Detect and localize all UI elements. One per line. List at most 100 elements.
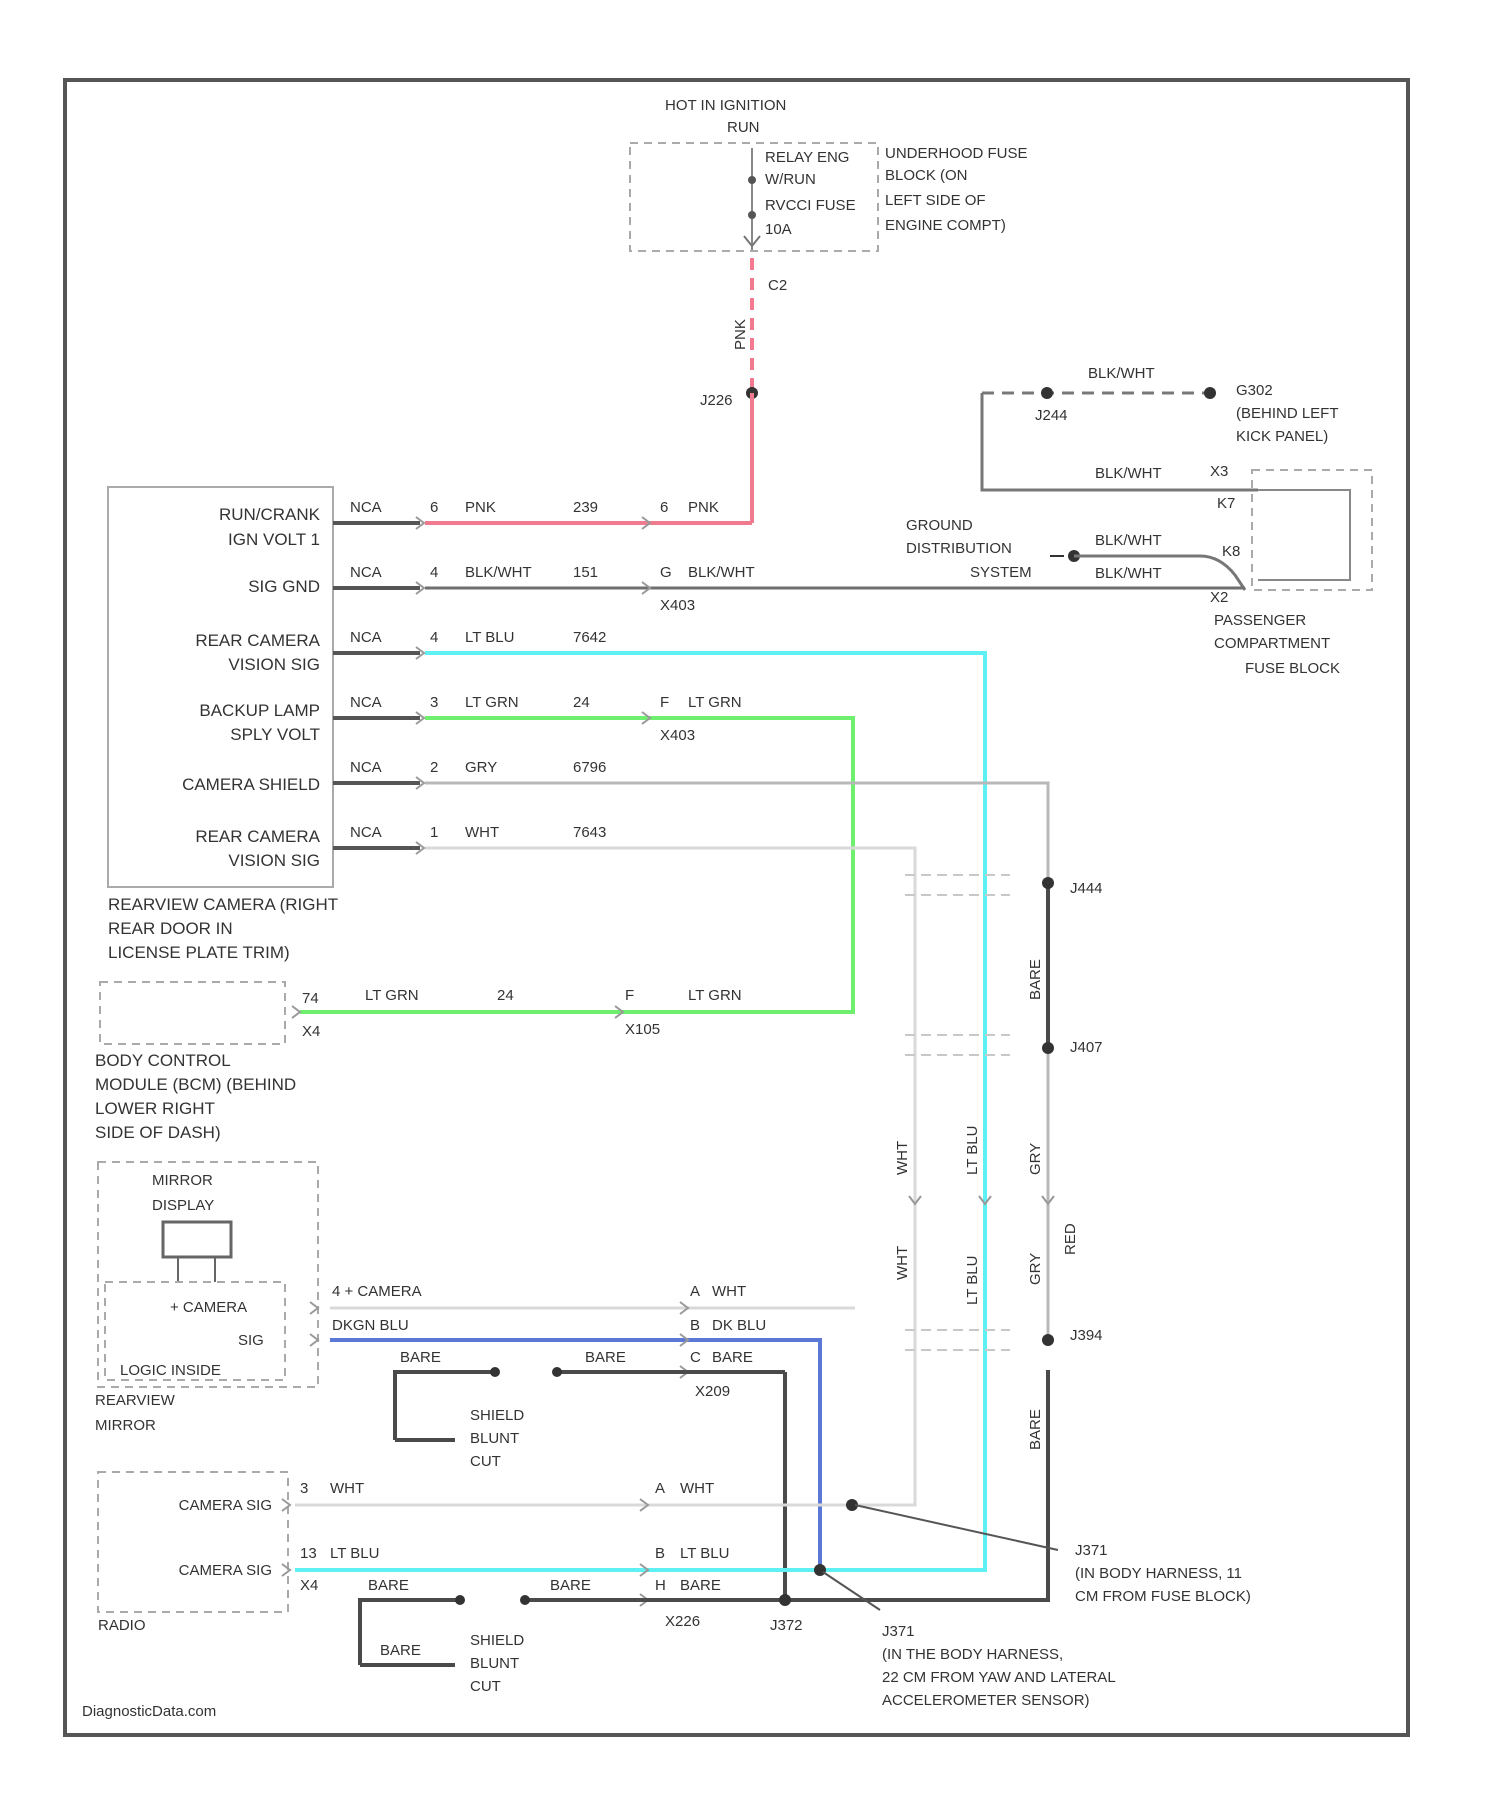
bcm-caption-3: LOWER RIGHT — [95, 1099, 215, 1118]
pin-c2: C2 — [768, 277, 787, 294]
wire-pnk-vertical: PNK — [732, 319, 749, 350]
r3-color: LT BLU — [465, 629, 514, 646]
ground-wire-2: BLK/WHT — [1095, 465, 1162, 482]
mirror-bare-left: BARE — [400, 1349, 441, 1366]
splice-j444: J444 — [1070, 880, 1103, 897]
underhood-label-2: BLOCK (ON — [885, 167, 968, 184]
mirror-display-1: MIRROR — [152, 1172, 213, 1189]
splice-j226: J226 — [700, 392, 733, 409]
bcm-wire-color: LT GRN — [365, 987, 419, 1004]
mirror-display-2: DISPLAY — [152, 1197, 214, 1214]
radio-pin2: 13 — [300, 1545, 317, 1562]
note-j371b-3: 22 CM FROM YAW AND LATERAL — [882, 1669, 1116, 1686]
r6-color: WHT — [465, 824, 499, 841]
mirror-box — [98, 1162, 318, 1387]
r2-color2: BLK/WHT — [688, 564, 755, 581]
cam-pin1-l1: RUN/CRANK — [219, 505, 321, 524]
cam-caption-1: REARVIEW CAMERA (RIGHT — [108, 895, 338, 914]
v-ltblu-lower: LT BLU — [964, 1256, 981, 1305]
r4-circuit: 24 — [573, 694, 590, 711]
r1-color2: PNK — [688, 499, 719, 516]
splice-bare-2: BARE — [1027, 1409, 1044, 1450]
note-j371b-1: J371 — [882, 1623, 915, 1640]
cam-pin1-l2: IGN VOLT 1 — [228, 530, 320, 549]
note-j371b-2: (IN THE BODY HARNESS, — [882, 1646, 1063, 1663]
r6-conn: NCA — [350, 824, 382, 841]
mirror-caption-3: MIRROR — [95, 1417, 156, 1434]
note-j371-1: J371 — [1075, 1542, 1108, 1559]
radio-pin-a: A — [655, 1480, 665, 1497]
g302-label-1: G302 — [1236, 382, 1273, 399]
radio-ltblu-b: LT BLU — [680, 1545, 729, 1562]
run-label: RUN — [727, 119, 760, 136]
underhood-label-1: UNDERHOOD FUSE — [885, 145, 1028, 162]
v-wht-upper: WHT — [894, 1141, 911, 1175]
r2-conn: NCA — [350, 564, 382, 581]
r2-color: BLK/WHT — [465, 564, 532, 581]
radio-shield-1: SHIELD — [470, 1632, 524, 1649]
r2-circuit: 151 — [573, 564, 598, 581]
cam-pin6-l1: REAR CAMERA — [195, 827, 320, 846]
mirror-shield-2: BLUNT — [470, 1430, 519, 1447]
radio-conn: X226 — [665, 1613, 700, 1630]
fuse-amp: 10A — [765, 221, 792, 238]
mirror-pin-c: C — [690, 1349, 701, 1366]
ground-dist-3: SYSTEM — [970, 564, 1032, 581]
v-ltblu-upper: LT BLU — [964, 1126, 981, 1175]
splice-j394: J394 — [1070, 1327, 1103, 1344]
v-gry-upper: GRY — [1027, 1143, 1044, 1175]
mirror-camera-label: + CAMERA — [170, 1299, 247, 1316]
ground-wire-3: BLK/WHT — [1095, 532, 1162, 549]
pin-k8: K8 — [1222, 543, 1240, 560]
footer-watermark: DiagnosticData.com — [82, 1703, 216, 1720]
radio-wht-a: WHT — [680, 1480, 714, 1497]
mirror-wire1: 4 + CAMERA — [332, 1283, 422, 1300]
radio-box — [98, 1472, 288, 1612]
note-j371-3: CM FROM FUSE BLOCK) — [1075, 1588, 1251, 1605]
cam-pin4-l2: SPLY VOLT — [230, 725, 320, 744]
r5-conn: NCA — [350, 759, 382, 776]
radio-bare-h: BARE — [680, 1577, 721, 1594]
bcm-pin-top: 74 — [302, 990, 319, 1007]
ground-splice-j244: J244 — [1035, 407, 1068, 424]
radio-shield-bare: BARE — [380, 1642, 421, 1659]
pass-fuse-1: PASSENGER — [1214, 612, 1306, 629]
mirror-sig-label: SIG — [238, 1332, 264, 1349]
radio-pin-b: B — [655, 1545, 665, 1562]
r1-conn: NCA — [350, 499, 382, 516]
r4-pin2: F — [660, 694, 669, 711]
bcm-pin-bot: X4 — [302, 1023, 320, 1040]
r3-pin: 4 — [430, 629, 438, 646]
bcm-conn: X105 — [625, 1021, 660, 1038]
r1-pin: 6 — [430, 499, 438, 516]
r6-circuit: 7643 — [573, 824, 606, 841]
cam-pin3-l2: VISION SIG — [228, 655, 320, 674]
r1-circuit: 239 — [573, 499, 598, 516]
ground-dist-2: DISTRIBUTION — [906, 540, 1012, 557]
bcm-caption-4: SIDE OF DASH) — [95, 1123, 221, 1142]
r4-conn: NCA — [350, 694, 382, 711]
mirror-pin-a: A — [690, 1283, 700, 1300]
wrun-label: W/RUN — [765, 171, 816, 188]
v-red: RED — [1062, 1223, 1079, 1255]
splice-j407: J407 — [1070, 1039, 1103, 1056]
r4-connid: X403 — [660, 727, 695, 744]
pass-fuse-2: COMPARTMENT — [1214, 635, 1330, 652]
splice-bare-1: BARE — [1027, 959, 1044, 1000]
r5-color: GRY — [465, 759, 497, 776]
mirror-conn: X209 — [695, 1383, 730, 1400]
fuse-label: RVCCI FUSE — [765, 197, 856, 214]
g302-label-3: KICK PANEL) — [1236, 428, 1328, 445]
note-j371-2: (IN BODY HARNESS, 11 — [1075, 1565, 1242, 1582]
r3-conn: NCA — [350, 629, 382, 646]
radio-sig2: CAMERA SIG — [179, 1562, 272, 1579]
dkblu-wire — [330, 1340, 820, 1570]
bcm-box — [100, 982, 285, 1044]
radio-sig1: CAMERA SIG — [179, 1497, 272, 1514]
pin-x2: X2 — [1210, 589, 1228, 606]
cam-caption-3: LICENSE PLATE TRIM) — [108, 943, 290, 962]
underhood-label-3: LEFT SIDE OF — [885, 192, 986, 209]
cam-pin4-l1: BACKUP LAMP — [199, 701, 320, 720]
radio-pin-h: H — [655, 1577, 666, 1594]
mirror-bare-c: BARE — [712, 1349, 753, 1366]
